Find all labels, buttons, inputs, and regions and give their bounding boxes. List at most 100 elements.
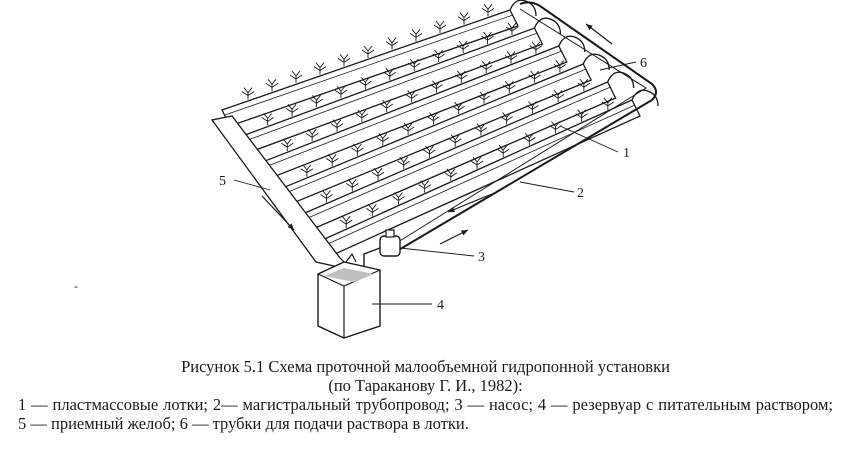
plant xyxy=(457,12,471,25)
plant xyxy=(313,62,327,75)
plant-stem xyxy=(320,190,333,203)
plant xyxy=(310,95,323,108)
plant xyxy=(423,145,436,158)
plant-stem xyxy=(313,62,327,75)
nutrient-solution xyxy=(324,268,374,282)
plant-stem xyxy=(300,164,314,177)
plant xyxy=(551,89,565,103)
plant-stem xyxy=(457,12,471,25)
plant xyxy=(448,134,462,147)
plant-stem xyxy=(474,123,488,136)
plant xyxy=(577,78,591,92)
plant xyxy=(528,70,541,83)
plant xyxy=(359,76,372,90)
plant xyxy=(409,29,423,42)
plant xyxy=(330,119,344,132)
plant-stem xyxy=(432,49,445,63)
trough-rim xyxy=(301,86,611,221)
plant xyxy=(477,91,491,104)
plant-stem xyxy=(330,119,344,132)
plant xyxy=(455,70,468,83)
trough-rim xyxy=(263,50,562,169)
callout-2-main-pipeline: 2 xyxy=(577,186,584,201)
plant-stem xyxy=(392,192,405,205)
plant xyxy=(383,67,397,81)
plant-stem xyxy=(504,51,518,64)
plant xyxy=(526,101,539,114)
plant-stem xyxy=(528,70,541,83)
feed-tube xyxy=(533,17,562,35)
plant-stem xyxy=(397,156,410,170)
plant-stem xyxy=(452,101,465,115)
pump xyxy=(379,235,401,257)
plant-stem xyxy=(383,67,397,81)
suction-pipe xyxy=(363,247,381,268)
plant-stem xyxy=(577,78,591,92)
plant xyxy=(452,101,465,115)
plant-stem xyxy=(477,91,491,104)
plant-stem xyxy=(430,80,443,93)
flow-arrow-gutter xyxy=(261,195,295,231)
main-pipeline-inner xyxy=(397,8,647,243)
plastic-troughs xyxy=(210,0,659,272)
plant xyxy=(366,204,379,217)
plant xyxy=(397,156,410,170)
plant xyxy=(265,79,279,92)
plant-stem xyxy=(346,179,359,192)
plant-stem xyxy=(503,81,516,94)
plant xyxy=(505,22,519,36)
plant xyxy=(385,37,399,50)
plant xyxy=(285,104,299,117)
plant xyxy=(481,31,494,45)
plant-stem xyxy=(401,122,415,136)
arrow-shaft xyxy=(447,193,493,213)
plant xyxy=(427,112,440,125)
plant-stem xyxy=(305,129,319,142)
caption-legend: 1 — пластмассовые лотки; 2— магистральны… xyxy=(18,395,833,433)
plant xyxy=(355,109,369,122)
plant-stem xyxy=(339,215,353,229)
flow-arrow-pump-out xyxy=(439,229,469,245)
plant xyxy=(325,154,339,167)
trough-rim xyxy=(320,104,636,248)
flow-arrows xyxy=(261,23,613,245)
arrow-head xyxy=(461,230,468,236)
plant xyxy=(401,122,415,136)
leader-5 xyxy=(233,179,271,191)
plant-stem xyxy=(496,144,510,158)
plant-stem xyxy=(526,101,539,114)
plant xyxy=(575,109,588,122)
plant xyxy=(470,156,484,169)
plant-stem xyxy=(409,29,423,42)
plant xyxy=(339,215,353,229)
plant xyxy=(407,58,421,72)
plant xyxy=(444,168,458,181)
flow-arrow-return xyxy=(585,23,613,45)
stray-dash-mark: - xyxy=(74,279,78,293)
callout-4-reservoir: 4 xyxy=(437,298,444,313)
plant xyxy=(456,40,470,54)
plant-stem xyxy=(351,143,364,156)
drain-spout xyxy=(345,252,357,263)
plant-stem xyxy=(289,70,303,83)
plant xyxy=(371,167,385,181)
plant-stem xyxy=(337,54,351,67)
trough-rim xyxy=(224,14,514,116)
plant-stem xyxy=(285,104,299,117)
plant-stem xyxy=(355,109,369,122)
plant-stem xyxy=(405,90,418,103)
piping xyxy=(363,1,657,268)
callout-leaders xyxy=(233,61,637,305)
plant xyxy=(503,81,516,94)
plant-stem xyxy=(481,4,495,17)
plant xyxy=(405,90,418,103)
plant-stem xyxy=(553,60,567,73)
plant-stem xyxy=(448,134,462,147)
plant-stem xyxy=(470,156,484,169)
caption-source: (по Тараканову Г. И., 1982): xyxy=(328,376,523,395)
caption-title: Рисунок 5.1 Схема проточной малообъемной… xyxy=(181,357,670,376)
plant xyxy=(479,60,493,74)
plant xyxy=(430,80,443,93)
flow-arrow-pipeline xyxy=(447,193,493,213)
plant xyxy=(481,4,495,17)
